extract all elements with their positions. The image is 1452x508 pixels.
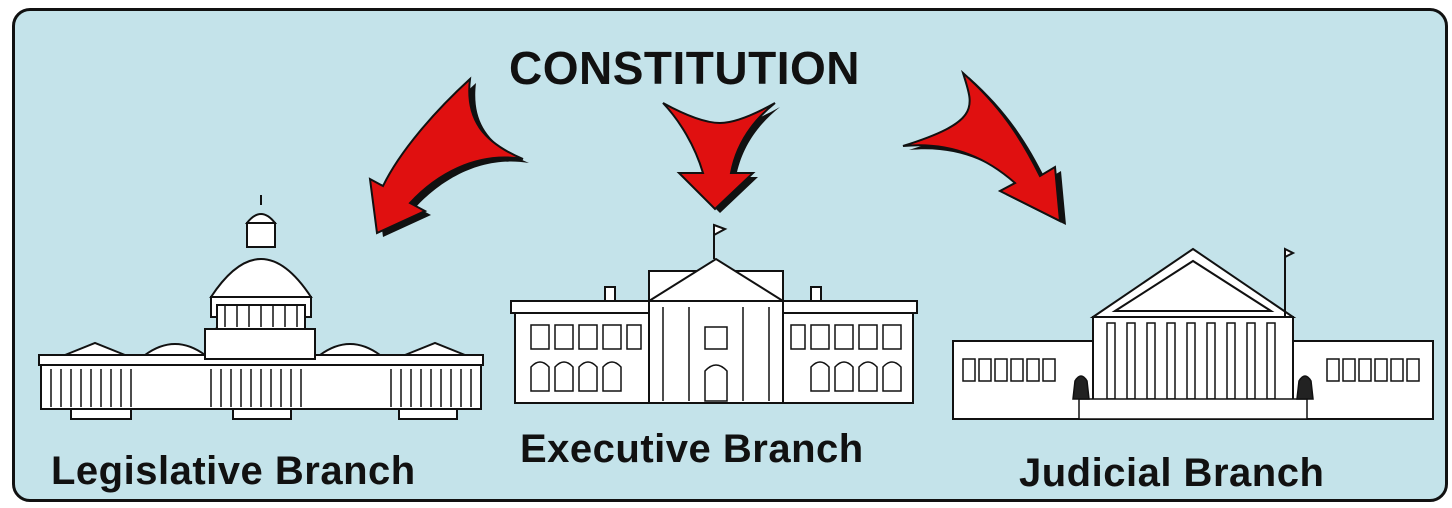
- diagram-panel: CONSTITUTION Legislative Branch Executiv…: [12, 8, 1448, 502]
- supreme-court-icon: [952, 247, 1434, 420]
- capitol-building-icon: [38, 195, 484, 420]
- legislative-branch-label: Legislative Branch: [51, 449, 416, 493]
- executive-branch-label: Executive Branch: [520, 427, 864, 471]
- white-house-icon: [510, 223, 918, 404]
- diagram-title: CONSTITUTION: [509, 42, 860, 94]
- arrow-to-executive-icon: [662, 102, 780, 213]
- arrow-to-judicial-icon: [902, 69, 1066, 225]
- diagram-canvas: [38, 69, 1434, 420]
- judicial-branch-label: Judicial Branch: [1019, 451, 1325, 495]
- arrow-to-legislative-icon: [368, 76, 529, 237]
